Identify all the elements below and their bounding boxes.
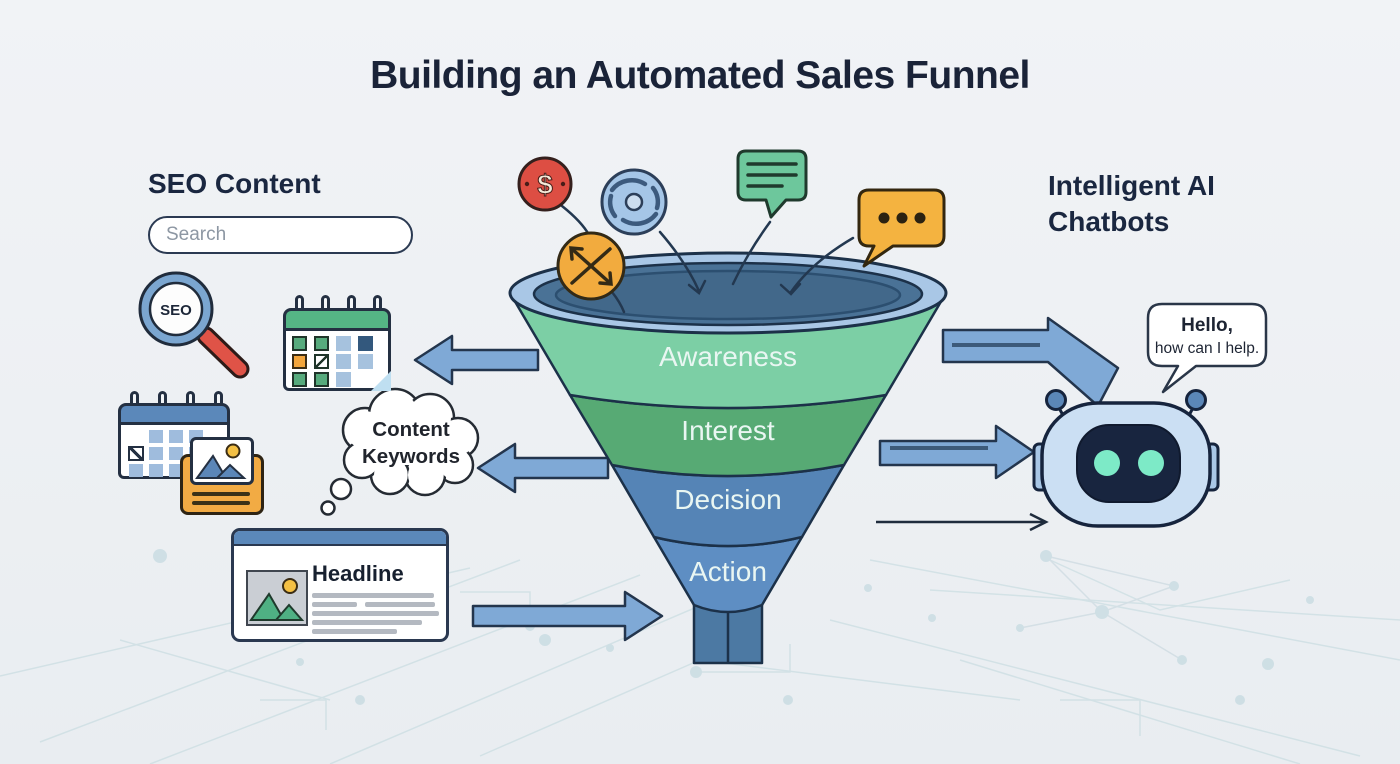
chatbot-heading-line1: Intelligent AI [1048, 170, 1215, 201]
message-lines-icon [736, 149, 808, 219]
robot-eye-left [1094, 450, 1120, 476]
robot-eye-right [1138, 450, 1164, 476]
thought-bubble-line1: Content [372, 418, 450, 441]
article-text-line [365, 602, 435, 607]
speech-bubble-line2: how can I help. [1155, 340, 1259, 357]
thought-bubble-cloud [320, 387, 480, 516]
article-text-line [312, 629, 397, 634]
arrow-right-from-headline [471, 590, 664, 642]
page-title: Building an Automated Sales Funnel [370, 54, 1030, 97]
article-text-line [312, 611, 439, 616]
robot-antenna-left [1045, 389, 1067, 411]
sync-icon [600, 168, 668, 236]
shuffle-arrows-icon [556, 231, 626, 301]
article-headline-text: Headline [312, 561, 404, 586]
robot-antenna-right [1185, 389, 1207, 411]
svg-text:$: $ [537, 169, 553, 200]
arrow-inner-lines [890, 343, 1040, 450]
dollar-icon: $ [517, 156, 573, 212]
article-card-titlebar [234, 531, 446, 546]
funnel-label-decision: Decision [674, 484, 781, 515]
connector-arrows [413, 316, 1120, 642]
robot-speech-bubble: Hello, how can I help. [1146, 302, 1268, 394]
seo-magnifier-label: SEO [160, 302, 192, 319]
funnel-label-action: Action [689, 556, 767, 587]
thought-bubble-text: Content Keywords [352, 417, 470, 470]
content-calendar-icon [283, 295, 391, 393]
article-card: Headline [231, 528, 449, 642]
funnel-label-interest: Interest [681, 415, 775, 446]
message-dots-icon [857, 188, 946, 268]
arrow-right-to-robot [878, 424, 1036, 480]
search-bar [148, 216, 413, 254]
article-text-line [312, 602, 357, 607]
funnel-stage-labels: Awareness Interest Decision Action [659, 341, 797, 587]
arrow-left-to-keywords [476, 442, 610, 494]
funnel-label-awareness: Awareness [659, 341, 797, 372]
arrow-bent-to-robot [941, 316, 1120, 408]
thought-bubble-line2: Keywords [362, 444, 460, 468]
speech-bubble-line1: Hello, [1181, 315, 1233, 336]
media-post-icon [180, 437, 264, 515]
seo-section-heading: SEO Content [148, 168, 321, 199]
article-text-line [312, 620, 422, 625]
arrow-left-to-calendar [413, 334, 540, 386]
seo-magnifier-icon: SEO [138, 271, 250, 379]
chatbot-heading-line2: Chatbots [1048, 206, 1170, 238]
article-text-line [312, 593, 434, 598]
robot-face [1076, 424, 1181, 503]
thin-arrow-to-robot [876, 512, 1049, 532]
search-input[interactable] [150, 218, 411, 252]
chatbot-section-heading: Intelligent AI Chatbots [1048, 168, 1215, 241]
chatbot-robot [1032, 389, 1220, 528]
article-image-icon [246, 570, 308, 626]
funnel-entry-arrows [560, 204, 855, 314]
funnel-mouth-inner [554, 269, 902, 321]
image-thumbnail-icon [190, 437, 254, 485]
